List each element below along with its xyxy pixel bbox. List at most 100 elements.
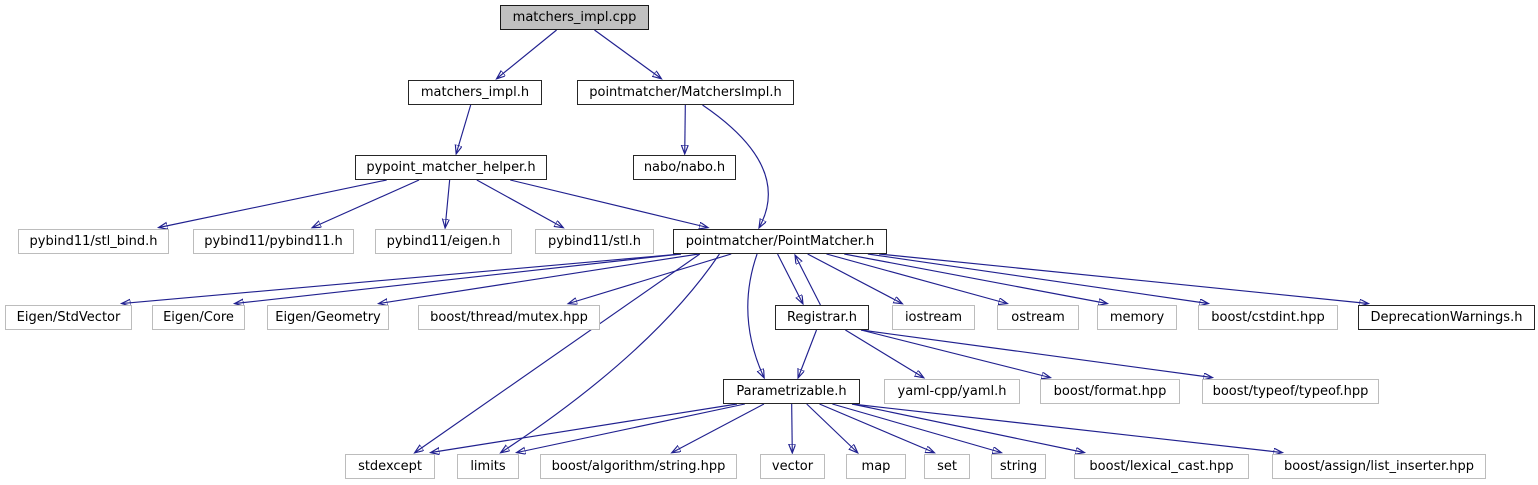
edge-registrar-to-format bbox=[860, 329, 1050, 378]
node-memory: memory bbox=[1097, 305, 1177, 330]
node-label: Eigen/StdVector bbox=[16, 310, 121, 325]
node-label: pypoint_matcher_helper.h bbox=[366, 160, 536, 175]
node-label: boost/lexical_cast.hpp bbox=[1089, 459, 1234, 474]
node-label: boost/assign/list_inserter.hpp bbox=[1283, 459, 1475, 474]
node-label: limits bbox=[470, 459, 506, 474]
node-label: Eigen/Geometry bbox=[275, 310, 381, 325]
node-pybind11-pybind11-h: pybind11/pybind11.h bbox=[193, 229, 354, 254]
node-label: pybind11/stl_bind.h bbox=[29, 234, 158, 249]
edge-registrar-to-yaml bbox=[845, 329, 923, 378]
edge-pypoint_helper-to-pointmatcher bbox=[510, 179, 707, 228]
node-label: pybind11/stl.h bbox=[547, 234, 642, 249]
node-boost-assign-list-inserter-hpp: boost/assign/list_inserter.hpp bbox=[1272, 454, 1486, 479]
node-label: pointmatcher/PointMatcher.h bbox=[685, 234, 875, 249]
edge-pointmatcher-to-iostream bbox=[807, 253, 902, 304]
edge-pypoint_helper-to-stl_py bbox=[476, 179, 563, 228]
edge-pypoint_helper-to-pybind11 bbox=[313, 179, 420, 228]
edge-pypoint_helper-to-eigen_py bbox=[445, 179, 451, 228]
node-label: string bbox=[999, 459, 1038, 474]
edge-pointmatcher-to-registrar bbox=[777, 253, 803, 304]
edge-parametrizable-to-limits bbox=[517, 403, 745, 453]
edge-pypoint_helper-to-stl_bind bbox=[159, 179, 387, 228]
node-boost-thread-mutex-hpp: boost/thread/mutex.hpp bbox=[418, 305, 600, 330]
edge-parametrizable-to-vector bbox=[792, 403, 793, 453]
node-label: boost/thread/mutex.hpp bbox=[430, 310, 588, 325]
edge-pointmatcher-to-limits bbox=[501, 253, 720, 453]
node-registrar-h[interactable]: Registrar.h bbox=[775, 305, 869, 330]
edge-registrar-to-pointmatcher bbox=[795, 256, 821, 306]
node-label: stdexcept bbox=[358, 459, 422, 474]
node-label: ostream bbox=[1011, 310, 1065, 325]
node-label: nabo/nabo.h bbox=[643, 160, 726, 175]
node-label: matchers_impl.cpp bbox=[512, 10, 637, 25]
node-eigen-core: Eigen/Core bbox=[152, 305, 245, 330]
edge-pointmatcher-to-ostream bbox=[826, 253, 1007, 304]
node-vector: vector bbox=[760, 454, 825, 479]
node-label: yaml-cpp/yaml.h bbox=[897, 384, 1007, 399]
node-pybind11-stl-bind-h: pybind11/stl_bind.h bbox=[18, 229, 169, 254]
node-boost-cstdint-hpp: boost/cstdint.hpp bbox=[1198, 305, 1338, 330]
edge-pointmatcher-to-stdexcept bbox=[415, 253, 701, 453]
node-label: boost/typeof/typeof.hpp bbox=[1212, 384, 1369, 399]
edge-matchers_impl_cpp-to-matchersimpl_h bbox=[594, 29, 661, 79]
edge-pointmatcher-to-memory bbox=[844, 253, 1107, 304]
node-boost-typeof-typeof-hpp: boost/typeof/typeof.hpp bbox=[1202, 379, 1379, 404]
node-parametrizable-h[interactable]: Parametrizable.h bbox=[723, 379, 860, 404]
node-boost-lexical-cast-hpp: boost/lexical_cast.hpp bbox=[1074, 454, 1249, 479]
edge-parametrizable-to-stdexcept bbox=[431, 403, 738, 453]
node-ostream: ostream bbox=[997, 305, 1079, 330]
node-nabo-nabo-h[interactable]: nabo/nabo.h bbox=[633, 155, 736, 180]
node-stdexcept: stdexcept bbox=[345, 454, 435, 479]
node-label: map bbox=[861, 459, 891, 474]
node-pointmatcher-matchersimpl-h[interactable]: pointmatcher/MatchersImpl.h bbox=[577, 80, 794, 105]
node-limits: limits bbox=[457, 454, 519, 479]
edge-matchers_impl_cpp-to-matchers_impl_h bbox=[497, 29, 557, 79]
node-label: DeprecationWarnings.h bbox=[1370, 310, 1523, 325]
node-iostream: iostream bbox=[892, 305, 975, 330]
node-label: Parametrizable.h bbox=[736, 384, 847, 399]
edge-pointmatcher-to-eigen_stdvector bbox=[122, 253, 682, 304]
edge-pointmatcher-to-mutex bbox=[569, 253, 732, 304]
edge-registrar-to-parametrizable bbox=[798, 329, 818, 378]
node-pointmatcher-pointmatcher-h[interactable]: pointmatcher/PointMatcher.h bbox=[673, 229, 887, 254]
node-label: pybind11/eigen.h bbox=[386, 234, 501, 249]
edge-matchers_impl_h-to-pypoint_helper bbox=[456, 104, 472, 154]
node-label: boost/cstdint.hpp bbox=[1211, 310, 1325, 325]
node-label: set bbox=[937, 459, 957, 474]
edge-parametrizable-to-map bbox=[806, 403, 858, 453]
node-label: Registrar.h bbox=[786, 310, 857, 325]
node-eigen-stdvector: Eigen/StdVector bbox=[5, 305, 132, 330]
edge-parametrizable-to-string bbox=[832, 403, 1001, 453]
node-label: matchers_impl.h bbox=[420, 85, 530, 100]
node-label: boost/format.hpp bbox=[1053, 384, 1167, 399]
node-deprecationwarnings-h[interactable]: DeprecationWarnings.h bbox=[1358, 305, 1535, 330]
node-pypoint-matcher-helper-h[interactable]: pypoint_matcher_helper.h bbox=[355, 155, 547, 180]
node-eigen-geometry: Eigen/Geometry bbox=[267, 305, 389, 330]
edge-pointmatcher-to-deprecation bbox=[878, 253, 1368, 304]
node-label: Eigen/Core bbox=[163, 310, 234, 325]
node-label: iostream bbox=[904, 310, 963, 325]
edge-parametrizable-to-lexical bbox=[851, 403, 1084, 453]
edge-parametrizable-to-algo_string bbox=[672, 403, 765, 453]
node-label: boost/algorithm/string.hpp bbox=[551, 459, 726, 474]
node-pybind11-stl-h: pybind11/stl.h bbox=[535, 229, 654, 254]
node-matchers-impl-h[interactable]: matchers_impl.h bbox=[408, 80, 542, 105]
node-label: pybind11/pybind11.h bbox=[204, 234, 343, 249]
node-label: vector bbox=[771, 459, 814, 474]
node-boost-format-hpp: boost/format.hpp bbox=[1040, 379, 1180, 404]
edge-pointmatcher-to-eigen_geometry bbox=[379, 253, 699, 304]
node-set: set bbox=[924, 454, 970, 479]
node-label: memory bbox=[1109, 310, 1165, 325]
node-boost-algorithm-string-hpp: boost/algorithm/string.hpp bbox=[540, 454, 737, 479]
node-pybind11-eigen-h: pybind11/eigen.h bbox=[375, 229, 512, 254]
node-map: map bbox=[846, 454, 906, 479]
node-yaml-cpp-yaml-h: yaml-cpp/yaml.h bbox=[884, 379, 1020, 404]
edge-parametrizable-to-assign bbox=[851, 403, 1282, 453]
edge-matchersimpl_h-to-nabo bbox=[685, 104, 686, 154]
edge-parametrizable-to-set bbox=[819, 403, 934, 453]
edge-pointmatcher-to-parametrizable bbox=[747, 253, 764, 378]
edge-pointmatcher-to-eigen_core bbox=[235, 253, 682, 304]
node-string: string bbox=[991, 454, 1046, 479]
edge-pointmatcher-to-cstdint bbox=[867, 253, 1208, 304]
